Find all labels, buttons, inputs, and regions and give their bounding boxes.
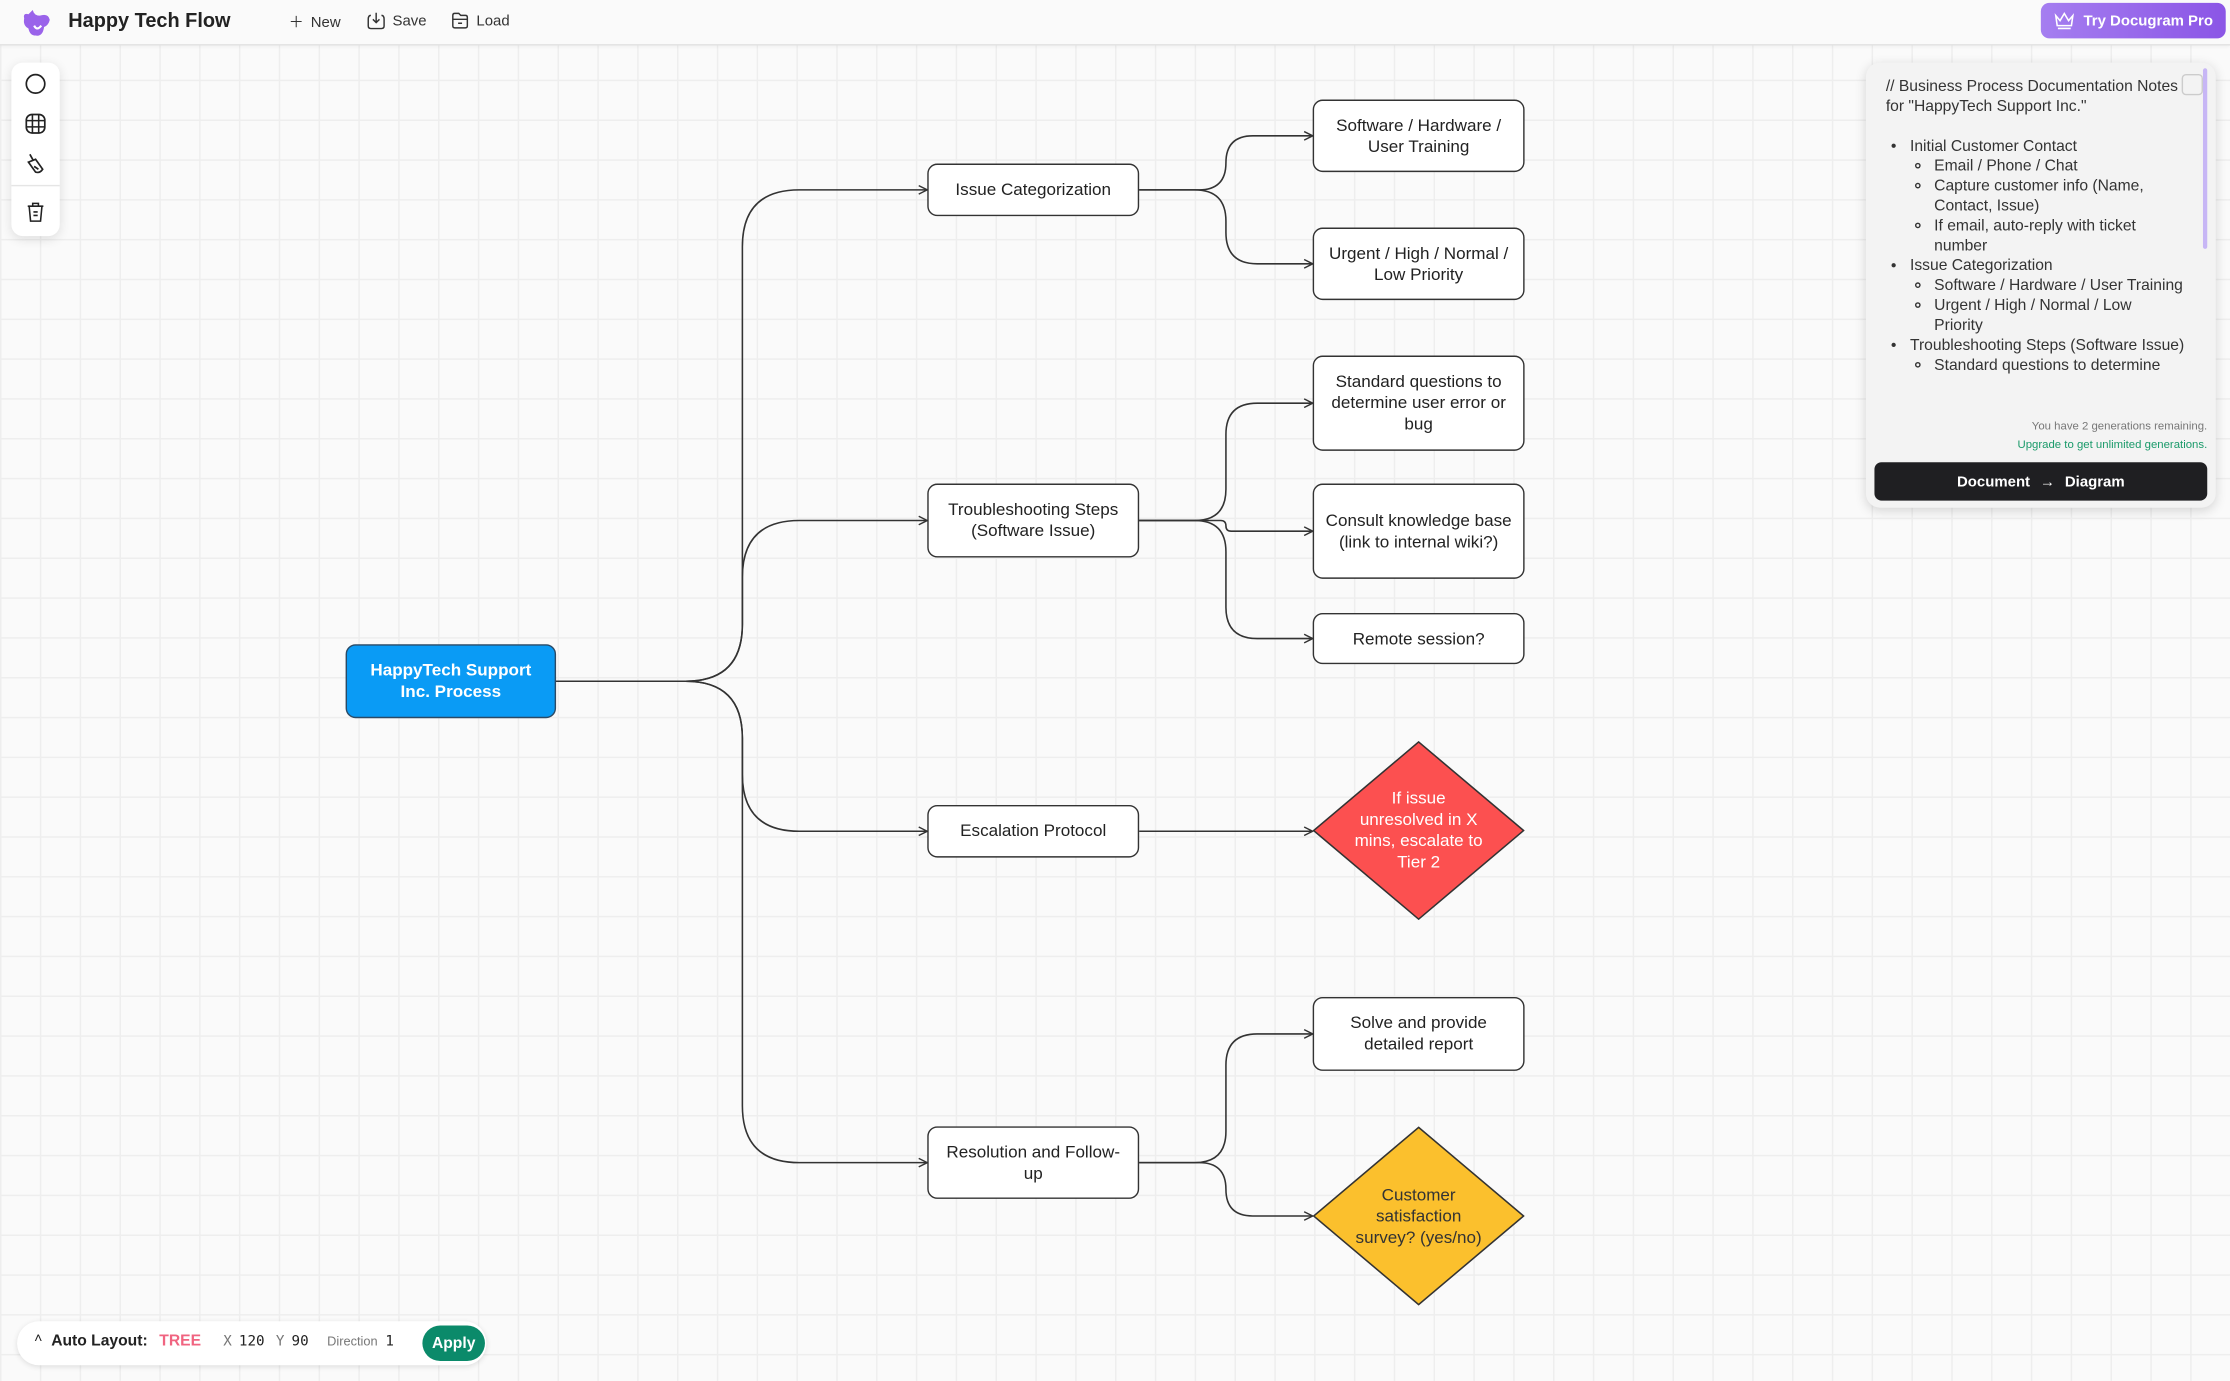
leaf-node[interactable]: Urgent / High / Normal / Low Priority <box>1312 227 1525 301</box>
load-label: Load <box>476 12 510 30</box>
generations-remaining: You have 2 generations remaining. <box>2031 419 2208 433</box>
chevron-up-icon[interactable]: ˄ <box>34 1331 43 1347</box>
edge-branch-to-leaf <box>1139 1161 1313 1216</box>
document-text[interactable]: // Business Process Documentation Notes … <box>1886 77 2185 418</box>
leaf-node[interactable]: Solve and provide detailed report <box>1312 996 1525 1071</box>
y-label: Y <box>275 1334 285 1350</box>
brush-icon[interactable] <box>24 152 47 175</box>
trash-icon[interactable] <box>24 201 47 224</box>
branch-node-label: Troubleshooting Steps (Software Issue) <box>948 499 1119 541</box>
edge-branch-to-leaf <box>1139 136 1313 191</box>
branch-node[interactable]: Resolution and Follow-up <box>927 1126 1140 1199</box>
decision-node-label: Customer satisfaction survey? (yes/no) <box>1355 1183 1482 1247</box>
leaf-node-label: Urgent / High / Normal / Low Priority <box>1328 242 1509 284</box>
leaf-node[interactable]: Software / Hardware / User Training <box>1312 99 1525 173</box>
x-input[interactable]: 120 <box>238 1334 265 1350</box>
document-list-item: Initial Customer ContactEmail / Phone / … <box>1910 137 2184 256</box>
document-sub-item: If email, auto-reply with ticket number <box>1934 216 2184 256</box>
document-sub-item: Software / Hardware / User Training <box>1934 276 2184 296</box>
plus-icon: ＋ <box>288 14 304 32</box>
document-sub-item: Email / Phone / Chat <box>1934 156 2184 176</box>
new-button[interactable]: ＋ New <box>289 11 341 32</box>
top-bar: Happy Tech Flow ＋ New Save Load Try Docug… <box>0 0 2230 46</box>
tool-palette <box>11 62 60 237</box>
auto-layout-label: Auto Layout: <box>51 1332 148 1350</box>
document-item-label: Initial Customer Contact <box>1910 137 2077 156</box>
leaf-node[interactable]: Consult knowledge base (link to internal… <box>1312 483 1525 579</box>
app-title: Happy Tech Flow <box>68 8 231 32</box>
root-node-label: HappyTech Support Inc. Process <box>370 659 532 702</box>
convert-to-label: Diagram <box>2064 472 2125 490</box>
document-item-label: Troubleshooting Steps (Software Issue) <box>1910 337 2185 355</box>
diamond-shape <box>1312 1126 1525 1306</box>
leaf-node-label: Consult knowledge base (link to internal… <box>1325 509 1512 552</box>
toolbar-divider <box>11 184 60 187</box>
direction-input[interactable]: 1 <box>385 1334 394 1350</box>
try-pro-label: Try Docugram Pro <box>2083 12 2213 30</box>
leaf-node-label: Remote session? <box>1352 627 1485 648</box>
upgrade-link[interactable]: Upgrade to get unlimited generations. <box>2017 438 2208 451</box>
save-icon <box>367 12 385 30</box>
new-label: New <box>310 13 341 31</box>
branch-node-label: Resolution and Follow-up <box>946 1141 1121 1183</box>
circle-icon[interactable] <box>24 73 47 96</box>
branch-node-label: Issue Categorization <box>955 179 1112 200</box>
logo-icon <box>23 9 50 36</box>
edge-branch-to-leaf <box>1139 519 1313 532</box>
branch-node-label: Escalation Protocol <box>960 820 1107 841</box>
x-label: X <box>223 1334 232 1350</box>
grid-icon[interactable] <box>24 112 47 135</box>
document-heading: // Business Process Documentation Notes … <box>1885 78 2178 116</box>
leaf-node-label: Solve and provide detailed report <box>1350 1012 1487 1054</box>
layout-mode[interactable]: TREE <box>159 1332 202 1350</box>
leaf-node-label: Software / Hardware / User Training <box>1336 114 1502 156</box>
root-node[interactable]: HappyTech Support Inc. Process <box>345 644 557 719</box>
leaf-node[interactable]: Remote session? <box>1312 612 1525 665</box>
document-list-item: Troubleshooting Steps (Software Issue)St… <box>1910 336 2184 376</box>
decision-node[interactable]: Customer satisfaction survey? (yes/no) <box>1312 1126 1525 1306</box>
edge-root-to-branch <box>556 680 927 1162</box>
load-button[interactable]: Load <box>451 11 510 29</box>
document-item-label: Issue Categorization <box>1910 257 2053 275</box>
branch-node[interactable]: Escalation Protocol <box>927 804 1140 858</box>
diamond-shape <box>1312 740 1525 921</box>
edge-branch-to-leaf <box>1139 189 1313 264</box>
save-label: Save <box>392 12 427 30</box>
direction-label: Direction <box>327 1334 378 1349</box>
apply-button[interactable]: Apply <box>422 1325 485 1362</box>
leaf-node[interactable]: Standard questions to determine user err… <box>1312 355 1525 451</box>
document-sub-item: Capture customer info (Name, Contact, Is… <box>1934 176 2184 216</box>
document-to-diagram-button[interactable]: Document → Diagram <box>1874 462 2208 501</box>
edge-branch-to-leaf <box>1139 1034 1313 1164</box>
document-list: Initial Customer ContactEmail / Phone / … <box>1886 137 2185 376</box>
edge-branch-to-leaf <box>1139 519 1313 639</box>
decision-node-label: If issue unresolved in X mins, escalate … <box>1354 787 1483 872</box>
document-panel: // Business Process Documentation Notes … <box>1865 62 2216 508</box>
document-sub-item: Urgent / High / Normal / Low Priority <box>1934 296 2184 336</box>
folder-icon <box>452 12 469 29</box>
decision-node[interactable]: If issue unresolved in X mins, escalate … <box>1312 740 1525 921</box>
y-input[interactable]: 90 <box>291 1334 309 1350</box>
edge-root-to-branch <box>556 521 927 683</box>
collapse-panel-icon[interactable] <box>2181 73 2203 96</box>
try-pro-button[interactable]: Try Docugram Pro <box>2040 2 2226 39</box>
convert-from-label: Document <box>1957 472 2031 490</box>
document-sub-item: Standard questions to determine <box>1934 356 2184 376</box>
crown-icon <box>2054 11 2074 30</box>
branch-node[interactable]: Issue Categorization <box>927 163 1140 217</box>
save-button[interactable]: Save <box>367 11 427 30</box>
auto-layout-bar: ˄ Auto Layout: TREE X 120 Y 90 Direction… <box>17 1321 487 1366</box>
leaf-node-label: Standard questions to determine user err… <box>1331 371 1506 434</box>
edge-branch-to-leaf <box>1139 403 1313 522</box>
arrow-right-icon: → <box>2039 472 2055 490</box>
branch-node[interactable]: Troubleshooting Steps (Software Issue) <box>927 483 1140 558</box>
panel-scrollbar[interactable] <box>2202 68 2208 249</box>
